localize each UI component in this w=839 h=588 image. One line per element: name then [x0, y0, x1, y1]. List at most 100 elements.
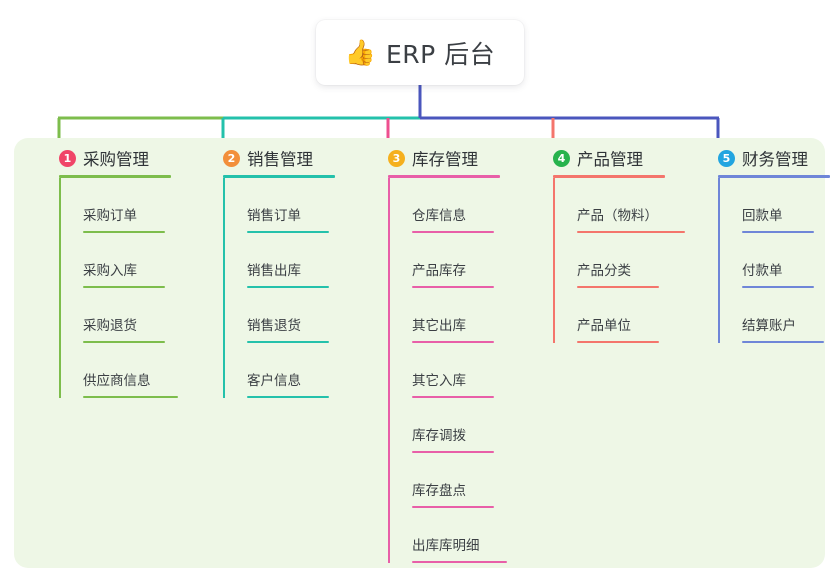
branch-header-rule-3 — [388, 175, 500, 178]
branch-column-2: 2 销售管理销售订单销售出库销售退货客户信息 — [199, 145, 335, 398]
leaf-item-label: 采购退货 — [83, 318, 137, 334]
leaf-item-label: 其它出库 — [412, 318, 466, 334]
leaf-item[interactable]: 库存调拨 — [388, 398, 507, 453]
leaf-item-label: 客户信息 — [247, 373, 301, 389]
leaf-item-label: 销售退货 — [247, 318, 301, 334]
root-node-title: ERP 后台 — [385, 39, 496, 69]
leaf-item-rule — [577, 341, 659, 343]
leaf-item[interactable]: 销售退货 — [223, 288, 335, 343]
leaf-item-rule — [83, 286, 165, 288]
leaf-list-2: 销售订单销售出库销售退货客户信息 — [199, 178, 335, 398]
leaf-spine-1 — [59, 178, 61, 398]
branch-header-5[interactable]: 5 财务管理 — [694, 145, 830, 171]
branch-column-5: 5 财务管理回款单付款单结算账户 — [694, 145, 830, 343]
branch-header-rule-4 — [553, 175, 665, 178]
leaf-item-rule — [247, 286, 329, 288]
branch-header-1[interactable]: 1 采购管理 — [35, 145, 178, 171]
leaf-item-rule — [742, 341, 824, 343]
leaf-item-rule — [577, 231, 685, 233]
leaf-item-label: 回款单 — [742, 208, 783, 224]
branch-badge-2: 2 — [223, 149, 240, 167]
leaf-item-label: 产品库存 — [412, 263, 466, 279]
leaf-item[interactable]: 采购入库 — [59, 233, 178, 288]
leaf-item[interactable]: 销售订单 — [223, 178, 335, 233]
leaf-spine-5 — [718, 178, 720, 343]
leaf-item[interactable]: 采购退货 — [59, 288, 178, 343]
leaf-item-rule — [412, 506, 494, 508]
branch-header-3[interactable]: 3 库存管理 — [364, 145, 507, 171]
leaf-item[interactable]: 客户信息 — [223, 343, 335, 398]
leaf-item-rule — [247, 341, 329, 343]
leaf-item[interactable]: 回款单 — [718, 178, 830, 233]
branch-header-4[interactable]: 4 产品管理 — [529, 145, 685, 171]
leaf-item-rule — [247, 396, 329, 398]
leaf-list-4: 产品（物料） 产品分类产品单位 — [529, 178, 685, 343]
branch-badge-4: 4 — [553, 149, 570, 167]
leaf-item-rule — [577, 286, 659, 288]
branch-badge-5: 5 — [718, 149, 735, 167]
root-node[interactable]: 👍 ERP 后台 — [316, 20, 524, 85]
leaf-item-rule — [412, 231, 494, 233]
leaf-item[interactable]: 销售出库 — [223, 233, 335, 288]
leaf-item-rule — [412, 341, 494, 343]
branch-header-rule-2 — [223, 175, 335, 178]
leaf-item-label: 采购订单 — [83, 208, 137, 224]
branch-title-5: 财务管理 — [742, 150, 808, 169]
branch-column-4: 4 产品管理产品（物料） 产品分类产品单位 — [529, 145, 685, 343]
leaf-item[interactable]: 其它出库 — [388, 288, 507, 343]
branch-title-2: 销售管理 — [247, 150, 313, 169]
leaf-item-label: 出库库明细 — [412, 538, 480, 554]
leaf-item-rule — [412, 451, 494, 453]
branch-board — [14, 138, 825, 568]
branch-header-rule-5 — [718, 175, 830, 178]
leaf-item-rule — [412, 286, 494, 288]
leaf-item-rule — [412, 561, 507, 563]
branch-title-4: 产品管理 — [577, 150, 643, 169]
thumbs-up-icon: 👍 — [344, 38, 376, 67]
leaf-item[interactable]: 出库库明细 — [388, 508, 507, 563]
leaf-item[interactable]: 库存盘点 — [388, 453, 507, 508]
leaf-item[interactable]: 其它入库 — [388, 343, 507, 398]
leaf-item-label: 仓库信息 — [412, 208, 466, 224]
branch-column-3: 3 库存管理仓库信息产品库存其它出库其它入库库存调拨库存盘点出库库明细 — [364, 145, 507, 563]
branch-badge-1: 1 — [59, 149, 76, 167]
leaf-item[interactable]: 供应商信息 — [59, 343, 178, 398]
leaf-list-5: 回款单付款单结算账户 — [694, 178, 830, 343]
leaf-item[interactable]: 产品库存 — [388, 233, 507, 288]
leaf-item[interactable]: 采购订单 — [59, 178, 178, 233]
leaf-item[interactable]: 产品单位 — [553, 288, 685, 343]
leaf-item-rule — [742, 231, 814, 233]
leaf-spine-3 — [388, 178, 390, 563]
branch-badge-3: 3 — [388, 149, 405, 167]
leaf-item-label: 供应商信息 — [83, 373, 151, 389]
leaf-item-label: 库存调拨 — [412, 428, 466, 444]
leaf-item[interactable]: 产品分类 — [553, 233, 685, 288]
branch-column-1: 1 采购管理采购订单采购入库采购退货供应商信息 — [35, 145, 178, 398]
leaf-item-label: 库存盘点 — [412, 483, 466, 499]
leaf-item[interactable]: 结算账户 — [718, 288, 830, 343]
branch-header-2[interactable]: 2 销售管理 — [199, 145, 335, 171]
leaf-item[interactable]: 付款单 — [718, 233, 830, 288]
leaf-item[interactable]: 产品（物料） — [553, 178, 685, 233]
leaf-item-rule — [83, 396, 178, 398]
leaf-item-rule — [83, 231, 165, 233]
leaf-item-label: 销售订单 — [247, 208, 301, 224]
branch-header-rule-1 — [59, 175, 171, 178]
leaf-item-label: 结算账户 — [742, 318, 796, 334]
leaf-spine-4 — [553, 178, 555, 343]
leaf-item-label: 产品（物料） — [577, 208, 658, 224]
leaf-item-label: 其它入库 — [412, 373, 466, 389]
leaf-item-rule — [412, 396, 494, 398]
leaf-spine-2 — [223, 178, 225, 398]
leaf-list-1: 采购订单采购入库采购退货供应商信息 — [35, 178, 178, 398]
leaf-item-rule — [742, 286, 814, 288]
leaf-item-label: 产品分类 — [577, 263, 631, 279]
branch-title-3: 库存管理 — [412, 150, 478, 169]
leaf-item-label: 采购入库 — [83, 263, 137, 279]
leaf-item-label: 付款单 — [742, 263, 783, 279]
leaf-item[interactable]: 仓库信息 — [388, 178, 507, 233]
branch-title-1: 采购管理 — [83, 150, 149, 169]
leaf-list-3: 仓库信息产品库存其它出库其它入库库存调拨库存盘点出库库明细 — [364, 178, 507, 563]
leaf-item-rule — [83, 341, 165, 343]
